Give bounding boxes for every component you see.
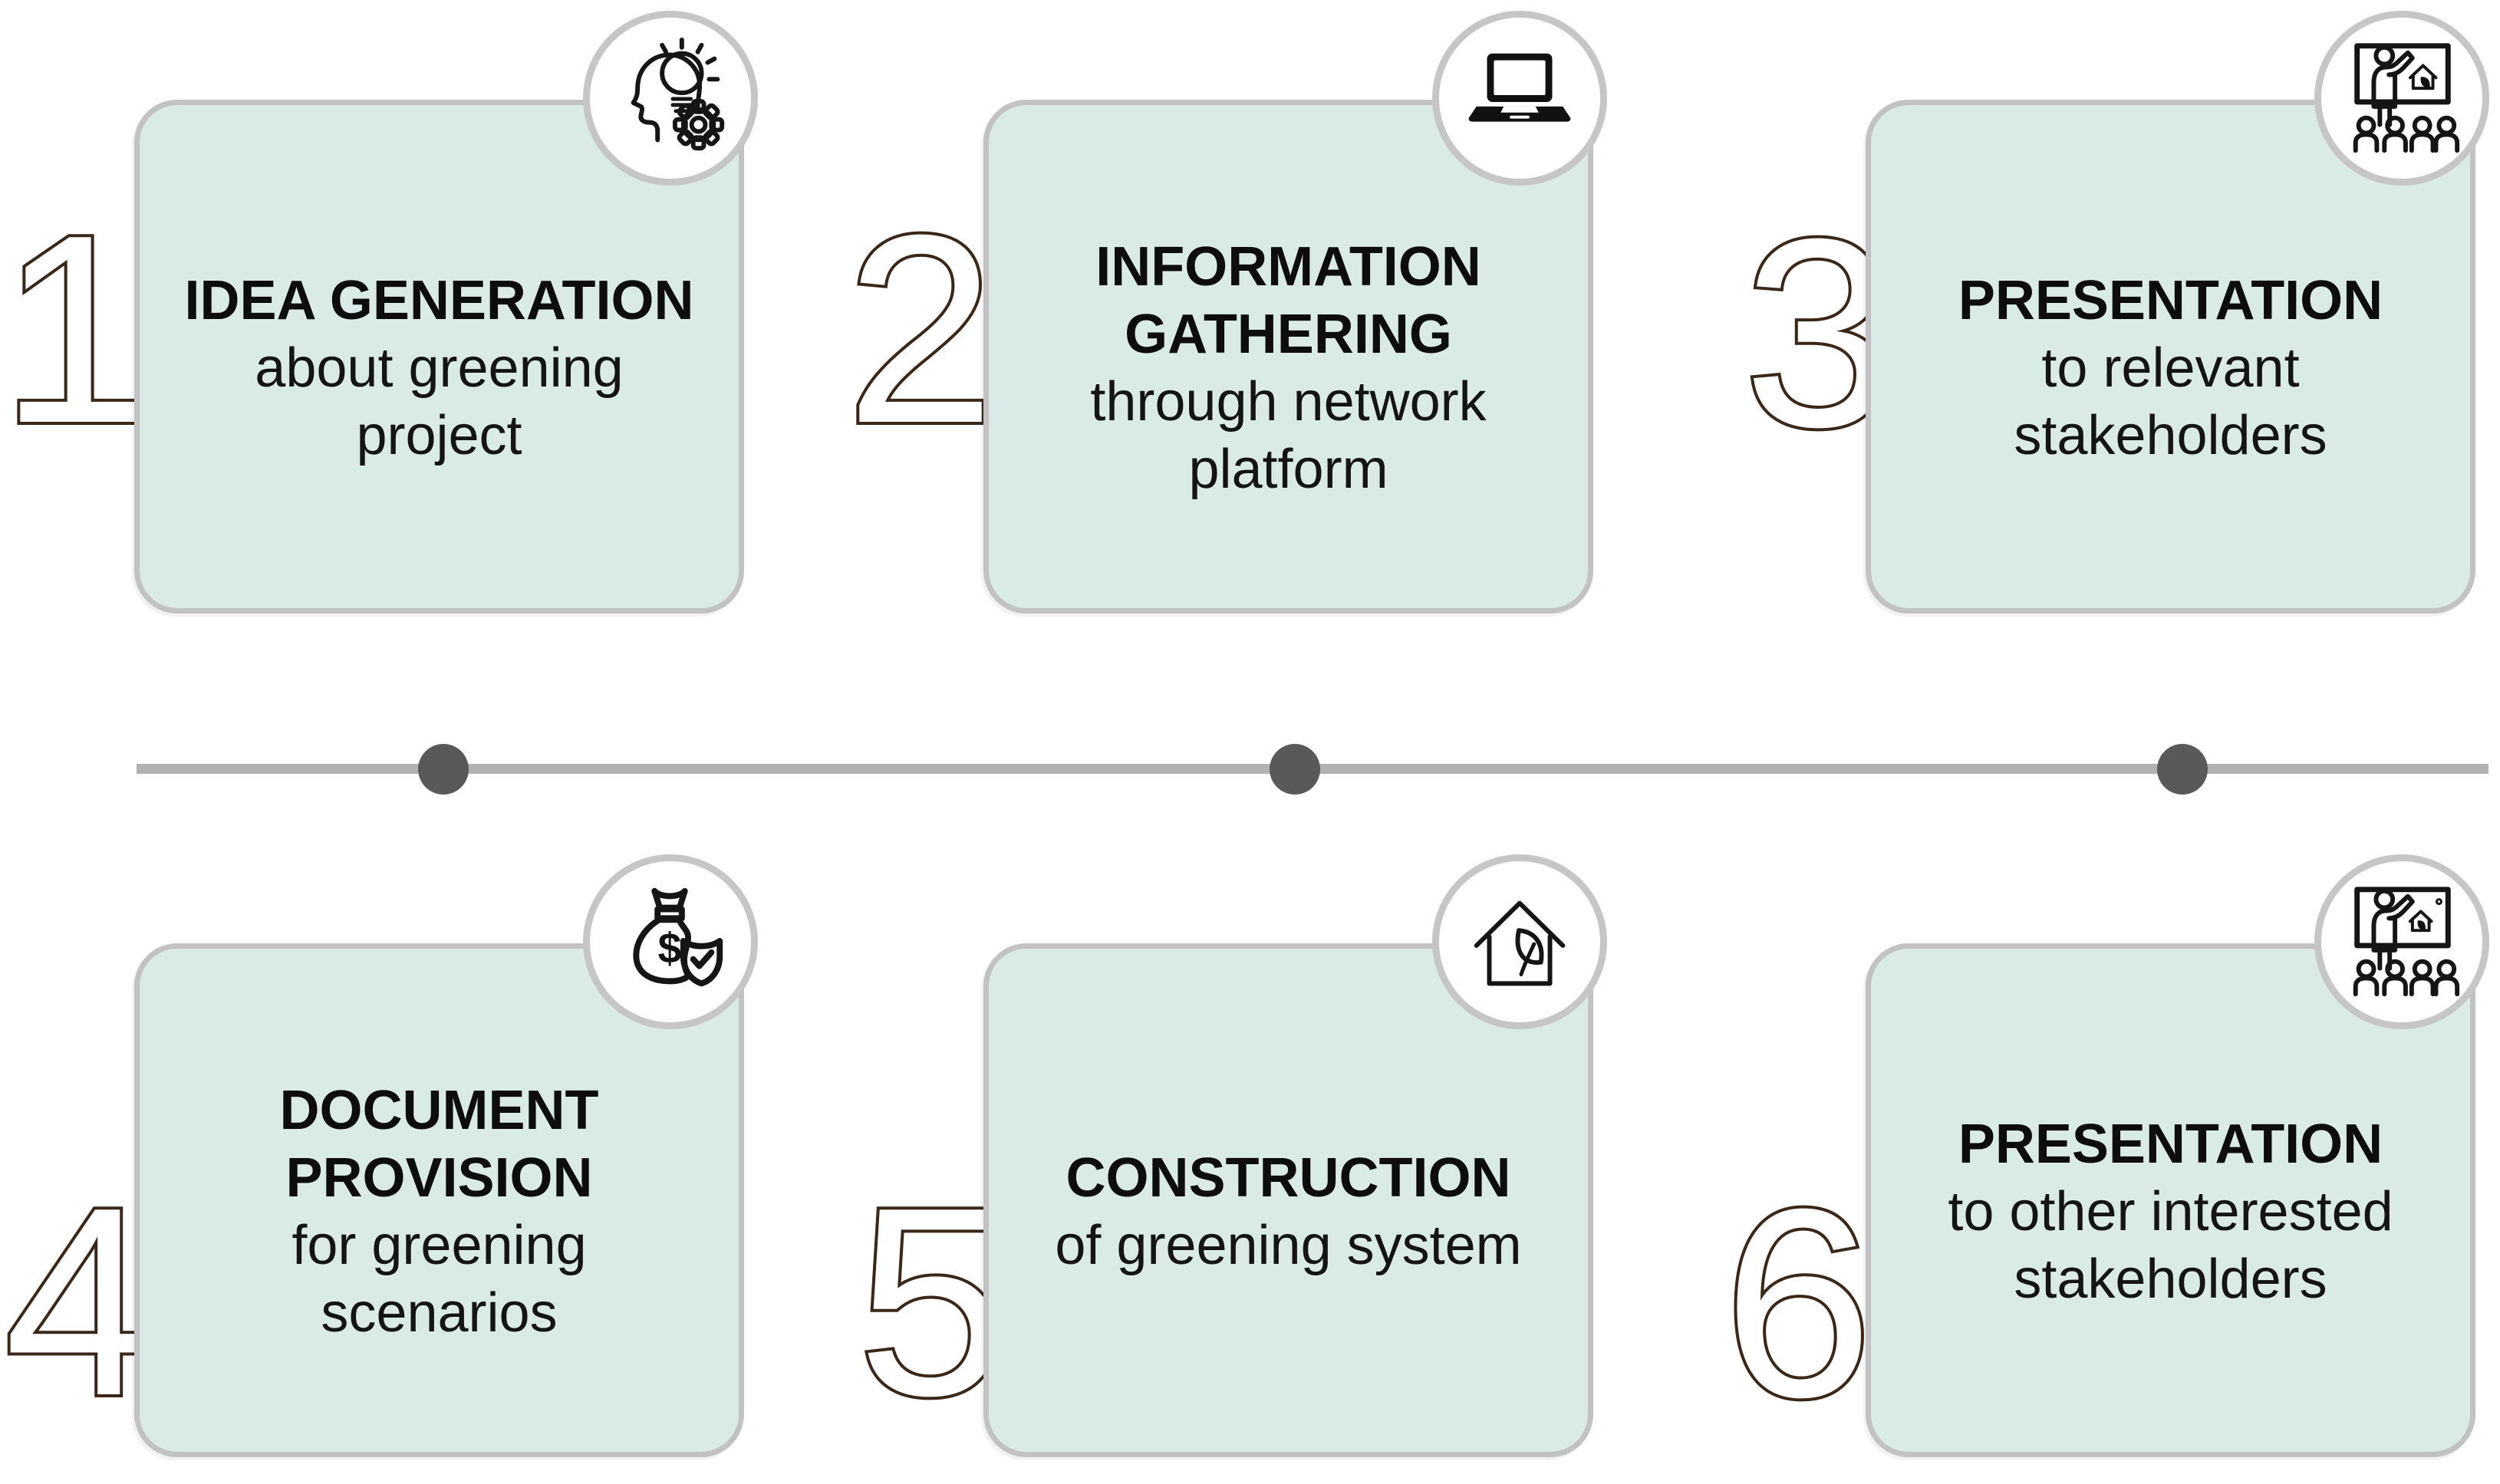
- money-bag-shield-icon: $: [633, 887, 723, 987]
- step-card-construction: CONSTRUCTION of greening system: [983, 943, 1593, 1457]
- step-title: IDEA GENERATION: [184, 270, 694, 331]
- step-card-presentation: PRESENTATION to relevant stakeholders: [1866, 100, 2475, 614]
- timeline-dot: [1270, 744, 1320, 795]
- step-card-presentation-other: PRESENTATION to other interested stakeho…: [1866, 943, 2475, 1457]
- svg-text:6: 6: [1724, 1153, 1873, 1453]
- eco-house-leaf-icon: [1474, 900, 1566, 986]
- step-icon-badge: [1432, 854, 1607, 1029]
- step-subtitle: about greening project: [255, 337, 624, 466]
- step-title: PRESENTATION: [1958, 270, 2383, 331]
- laptop-icon: [1468, 53, 1571, 122]
- step-card-idea-generation: IDEA GENERATION about greening project: [134, 100, 744, 614]
- step-subtitle: to relevant stakeholders: [2014, 337, 2327, 466]
- step-icon-badge: [2314, 854, 2489, 1029]
- step-card-document-provision: DOCUMENT PROVISION for greening scenario…: [134, 943, 744, 1457]
- step-title: DOCUMENT PROVISION: [279, 1080, 599, 1209]
- step-number-4: 4: [2, 1149, 157, 1455]
- step-title: CONSTRUCTION: [1066, 1147, 1511, 1209]
- head-lightbulb-gear-icon: [631, 37, 725, 151]
- step-subtitle: to other interested stakeholders: [1948, 1181, 2393, 1310]
- step-title: INFORMATION GATHERING: [1095, 236, 1481, 365]
- step-number-1: 1: [0, 176, 152, 482]
- step-subtitle: for greening scenarios: [292, 1215, 587, 1344]
- svg-text:2: 2: [846, 179, 996, 479]
- step-subtitle: of greening system: [1055, 1215, 1522, 1276]
- presentation-audience-icon: [2353, 887, 2460, 997]
- step-icon-badge: $: [583, 854, 758, 1029]
- svg-text:1: 1: [0, 179, 149, 479]
- step-title: PRESENTATION: [1958, 1114, 2383, 1175]
- step-icon-badge: [1432, 11, 1607, 186]
- step-subtitle: through network platform: [1090, 371, 1487, 500]
- step-icon-badge: [583, 11, 758, 186]
- svg-text:$: $: [658, 925, 682, 972]
- step-icon-badge: [2314, 11, 2489, 186]
- timeline-dot: [418, 744, 469, 795]
- timeline-dot: [2157, 744, 2208, 795]
- step-card-information-gathering: INFORMATION GATHERING through network pl…: [983, 100, 1593, 614]
- step-number-2: 2: [843, 176, 999, 482]
- svg-text:4: 4: [5, 1152, 154, 1452]
- step-number-6: 6: [1721, 1150, 1876, 1456]
- presentation-audience-icon: [2353, 43, 2460, 153]
